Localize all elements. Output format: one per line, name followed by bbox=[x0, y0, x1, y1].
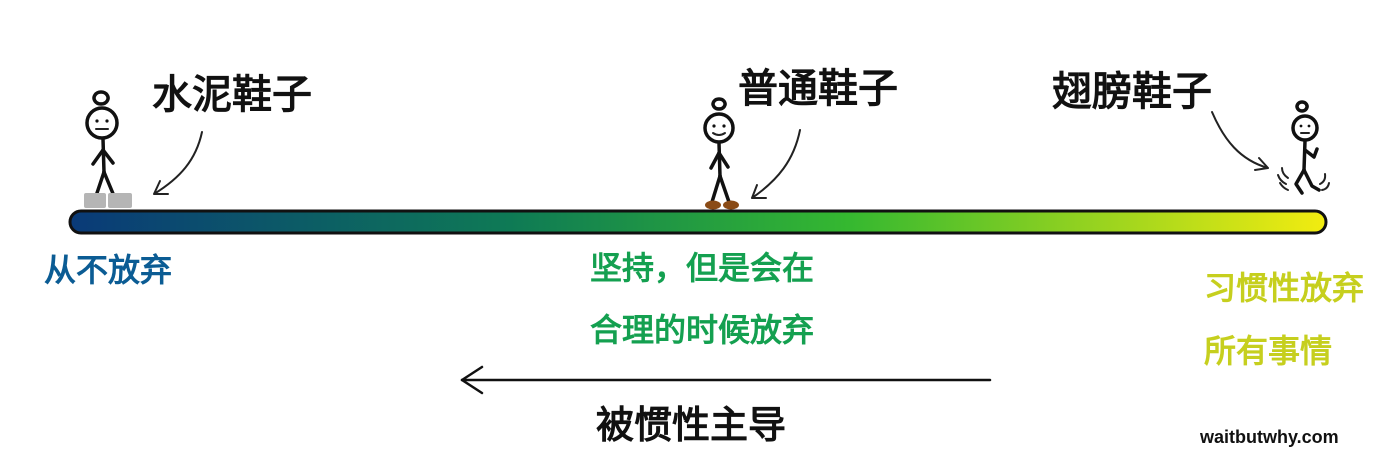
description-wing-line-1: 习惯性放弃 bbox=[1204, 269, 1364, 307]
description-normal-line-2: 合理的时候放弃 bbox=[590, 311, 814, 349]
normal-shoe-left bbox=[705, 200, 721, 210]
credit-text: waitbutwhy.com bbox=[1199, 427, 1339, 447]
shoe-title-normal: 普通鞋子 bbox=[738, 66, 898, 112]
stick-figure-concrete-shoes bbox=[85, 90, 119, 198]
arrow-wing-shoes bbox=[1211, 111, 1269, 171]
footer-label: 被惯性主导 bbox=[596, 403, 786, 447]
spectrum-bar bbox=[68, 209, 1328, 235]
wing-left-icon bbox=[1277, 167, 1289, 191]
arrow-concrete-shoes bbox=[153, 131, 203, 195]
stick-figure-wing-shoes bbox=[1291, 100, 1321, 195]
normal-shoe-right bbox=[723, 200, 739, 210]
shoe-title-concrete: 水泥鞋子 bbox=[152, 72, 312, 118]
concrete-block-left bbox=[84, 193, 106, 208]
description-wing-line-2: 所有事情 bbox=[1204, 332, 1332, 370]
concrete-block-right bbox=[108, 193, 132, 208]
shoe-title-wing: 翅膀鞋子 bbox=[1052, 69, 1212, 115]
description-concrete-line-1: 从不放弃 bbox=[44, 251, 172, 289]
stick-figure-normal-shoes bbox=[703, 97, 735, 204]
arrow-normal-shoes bbox=[751, 129, 801, 199]
inertia-arrow bbox=[460, 365, 992, 395]
description-normal-line-1: 坚持，但是会在 bbox=[590, 249, 814, 287]
wing-right-icon bbox=[1319, 173, 1330, 191]
